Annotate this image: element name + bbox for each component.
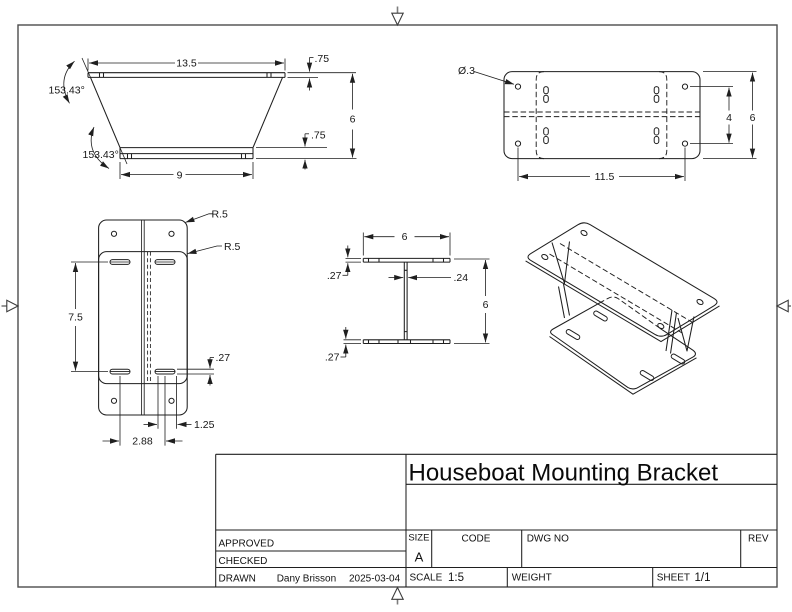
drawn-label: DRAWN [219,574,256,585]
size-value: A [415,550,424,565]
dim-top-hole-span-v: 4 [726,112,732,124]
approved-label: APPROVED [219,538,275,549]
dim-section-width: 6 [402,231,408,243]
title-block-grid [215,453,777,587]
drawing-title: Houseboat Mounting Bracket [409,460,719,487]
section-view-dimensions: 6 .27 .24 6 .27 [325,231,490,363]
dim-front-flange-bottom: .75 [311,130,326,142]
dim-section-web: .24 [454,272,469,284]
section-view: 6 .27 .24 6 .27 [325,231,490,363]
dim-bottom-slot-offset: 1.25 [194,419,215,431]
scale-value: 1:5 [448,572,464,584]
bottom-view-slots [109,259,176,375]
center-mark-arrow-bottom [390,586,405,605]
top-view: Ø.3 4 6 11.5 [458,65,757,183]
isometric-view [525,222,720,395]
top-view-slots [543,86,660,145]
dim-bottom-slot-height: .27 [216,352,231,364]
bottom-view-dimensions: R.5 R.5 7.5 .27 1.25 2.88 [68,209,240,448]
front-view-dimensions: 13.5 .75 6 .75 153.43° 153.43° [49,53,357,181]
dim-top-hole-span-h: 11.5 [595,171,615,183]
size-label: SIZE [408,533,429,544]
front-view-geometry [87,72,286,160]
top-view-dimensions: Ø.3 4 6 11.5 [458,65,757,183]
scale-label: SCALE [410,573,443,584]
dwg-no-label: DWG NO [527,533,569,544]
dim-section-flange-top: .27 [327,270,342,282]
dim-section-height: 6 [483,299,489,311]
dim-bottom-radius-inner: R.5 [224,241,241,253]
dim-front-width-bottom: 9 [177,169,183,181]
dim-top-height: 6 [750,112,756,124]
iso-bottom-plate-slots [565,310,686,381]
front-view: 13.5 .75 6 .75 153.43° 153.43° [49,53,357,181]
iso-top-plate-holes [541,229,704,330]
title-block: Houseboat Mounting Bracket APPROVED CHEC… [215,453,777,587]
center-mark-arrow-left [1,299,20,313]
bottom-view: R.5 R.5 7.5 .27 1.25 2.88 [68,209,240,448]
drawn-date: 2025-03-04 [349,574,401,585]
bottom-view-geometry [98,219,188,416]
section-view-geometry [362,257,451,345]
sheet-label: SHEET [657,573,690,584]
dim-bottom-slot-span: 7.5 [68,312,83,324]
dim-bottom-slot-pitch: 2.88 [132,436,153,448]
dim-front-angle-bottom: 153.43° [83,149,119,161]
dim-section-flange-bottom: .27 [325,351,340,363]
rev-label: REV [748,533,769,544]
drawn-by: Dany Brisson [277,574,336,585]
dim-front-angle-top: 153.43° [49,85,85,97]
dim-bottom-radius-outer: R.5 [212,209,229,221]
top-view-geometry [503,71,701,160]
center-mark-arrow-top [390,6,405,27]
checked-label: CHECKED [219,556,268,567]
dim-top-hole-dia: Ø.3 [458,65,475,77]
dim-front-width-top: 13.5 [176,58,197,70]
dim-front-height: 6 [350,114,356,126]
weight-label: WEIGHT [512,573,552,584]
dim-front-flange-top: .75 [315,53,330,65]
sheet-frame [1,6,791,605]
center-mark-arrow-right [775,299,791,313]
code-label: CODE [462,533,491,544]
sheet-value: 1/1 [695,572,711,584]
